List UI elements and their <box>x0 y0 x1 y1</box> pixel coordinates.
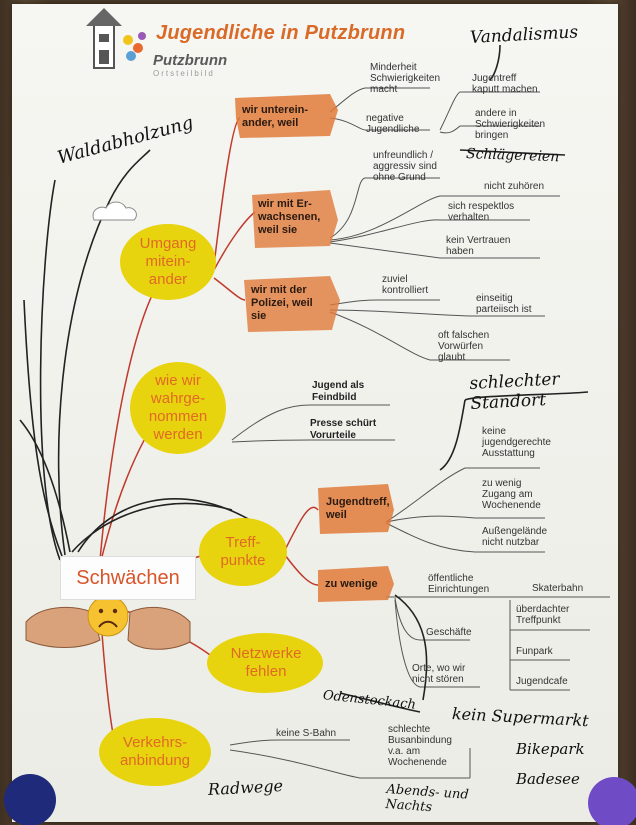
label-negative: negative Jugendliche <box>366 113 420 135</box>
category-verkehr: Verkehrs- anbindung <box>119 734 191 769</box>
sub-zu-wenige: zu wenige <box>325 578 378 590</box>
label-minderheit: Minderheit Schwierigkeiten macht <box>370 62 441 95</box>
logo-name: Putzbrunn <box>153 52 228 69</box>
label-einseitig: einseitig parteiisch ist <box>476 293 532 315</box>
label-nicht-zuhoeren: nicht zuhören <box>484 181 545 192</box>
label-respektlos: sich respektlos verhalten <box>448 201 515 223</box>
label-orte: Orte, wo wir nicht stören <box>412 663 466 685</box>
sub-untereinander: wir unterein- ander, weil <box>242 104 309 129</box>
category-netzwerke: Netzwerke fehlen <box>230 645 302 680</box>
handwritten-schlechter-standort: schlechter Standort <box>468 369 561 414</box>
speech-cloud-icon <box>92 201 137 221</box>
label-schlechte-bus: schlechte Busanbindung v.a. am Wochenend… <box>388 724 452 768</box>
label-aussengelaende: Außengelände nicht nutzbar <box>482 526 548 548</box>
logo-icon <box>86 8 146 69</box>
handwritten-schlaegereien: Schlägereien <box>465 146 560 166</box>
label-keine-ausstattung: keine jugendgerechte Ausstattung <box>482 426 551 459</box>
category-bubbles <box>99 224 323 786</box>
hands-icon <box>25 606 191 650</box>
center-label: Schwächen <box>60 556 196 600</box>
label-jugentreff-kaputt: Jugentreff kaputt machen <box>472 73 538 95</box>
magnet-right <box>588 777 636 825</box>
label-keine-sbahn: keine S-Bahn <box>276 728 337 739</box>
category-wahrgenommen: wie wir wahrge- nommen werden <box>148 372 208 443</box>
handwritten-radwege: Radwege <box>207 776 284 799</box>
label-geschaefte: Geschäfte <box>426 627 472 638</box>
label-jugendcafe: Jugendcafe <box>516 676 568 687</box>
sub-blobs <box>235 94 394 602</box>
category-umgang: Umgang mitein- ander <box>139 235 197 288</box>
label-oft-falschen: oft falschen Vorwürfen glaubt <box>438 330 490 363</box>
label-funpark: Funpark <box>516 646 553 657</box>
handwritten-bikepark: Bikepark <box>516 740 585 758</box>
label-andere: andere in Schwierigkeiten bringen <box>475 108 546 141</box>
sub-jugendtreff: Jugendtreff, weil <box>326 496 390 521</box>
logo-subtitle: Ortsteilbild <box>153 69 215 78</box>
magnet-left <box>4 774 56 825</box>
handwritten-badesee: Badesee <box>516 770 580 788</box>
label-oeffentliche: öffentliche Einrichtungen <box>428 573 490 595</box>
sad-face-icon <box>87 595 129 637</box>
label-ueberdachter: überdachter Treffpunkt <box>516 604 570 626</box>
label-unfreundlich: unfreundlich / aggressiv sind ohne Grund <box>373 150 437 183</box>
sub-erwachsene: wir mit Er- wachsenen, weil sie <box>258 198 321 236</box>
label-skaterbahn: Skaterbahn <box>532 583 584 594</box>
poster-title: Jugendliche in Putzbrunn <box>156 22 406 44</box>
label-presse: Presse schürt Vorurteile <box>310 418 377 441</box>
label-jugend-feindbild: Jugend als Feindbild <box>312 380 365 403</box>
label-zu-wenig-zugang: zu wenig Zugang am Wochenende <box>482 478 541 511</box>
label-kein-vertrauen: kein Vertrauen haben <box>446 235 511 257</box>
label-zuviel: zuviel kontrolliert <box>382 274 429 296</box>
category-treffpunkte: Treff- punkte <box>220 534 266 569</box>
sub-polizei: wir mit der Polizei, weil sie <box>251 284 313 322</box>
poster-paper <box>12 4 618 822</box>
